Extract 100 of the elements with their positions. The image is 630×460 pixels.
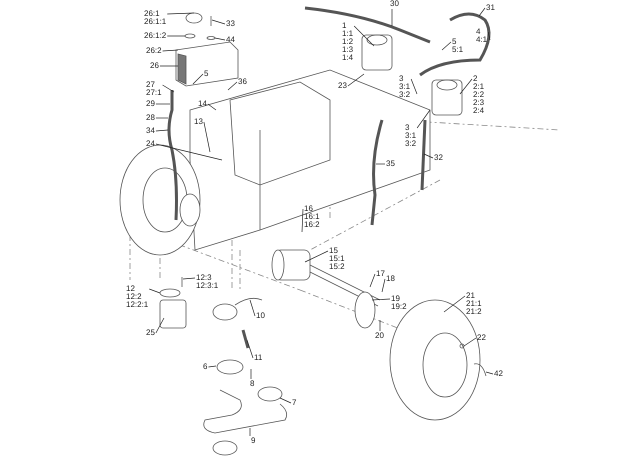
callout-number: 29	[146, 100, 155, 108]
leader-line	[192, 74, 204, 84]
callout-number: 3:2	[405, 140, 416, 148]
callout-number: 4:1	[476, 36, 488, 44]
callout-number: 21	[466, 292, 476, 300]
callout-number: 16	[304, 205, 314, 213]
leader-line	[204, 122, 210, 152]
leader-line	[304, 250, 328, 262]
callout-number: 3:1	[399, 83, 410, 91]
callout-number: 21:1	[466, 300, 482, 308]
callout-number: 27	[146, 81, 156, 89]
leader-line	[478, 8, 486, 16]
callout-number: 14	[198, 100, 207, 108]
leader-line	[228, 82, 238, 90]
leader-line	[348, 74, 364, 86]
callout-number: 20	[375, 332, 384, 340]
callout-number: 10	[256, 312, 265, 320]
callout-number: 18	[386, 275, 395, 283]
leader-line	[156, 144, 222, 160]
leader-line	[410, 78, 418, 94]
callout-number: 25	[146, 329, 155, 337]
callout-number: 11	[254, 354, 262, 362]
callout-number: 2:1	[473, 83, 484, 91]
leader-line	[444, 296, 466, 312]
leader-line	[250, 368, 252, 380]
callout-number: 2:3	[473, 99, 484, 107]
leader-line	[166, 12, 194, 14]
callout-number: 26:2	[146, 47, 162, 55]
callout-number: 12:3	[196, 274, 213, 282]
callout-number: 5	[452, 38, 458, 46]
leader-line	[424, 154, 434, 158]
leader-line	[212, 20, 226, 24]
callout-number: 26:1	[144, 10, 161, 18]
callout-number: 1:4	[342, 54, 354, 62]
callout-number: 32	[434, 154, 443, 162]
callout-number: 9	[251, 437, 256, 445]
callout-number: 3	[399, 75, 404, 83]
leader-line	[208, 104, 216, 110]
callout-number: 4	[476, 28, 482, 36]
leader-line	[214, 38, 226, 40]
callout-number: 21:2	[466, 308, 482, 316]
leader-line	[280, 398, 292, 404]
leader-line	[354, 26, 374, 46]
callout-number: 12:2:1	[126, 301, 148, 309]
callout-number: 30	[390, 0, 399, 8]
callout-number: 1	[342, 22, 348, 30]
callout-number: 26:1:2	[144, 32, 166, 40]
callout-number: 22	[477, 334, 486, 342]
callout-number: 42	[494, 370, 503, 378]
leader-line	[460, 78, 472, 94]
leader-line	[382, 278, 386, 292]
callout-number: 3	[405, 124, 410, 132]
callout-number: 26	[150, 62, 159, 70]
callout-number: 24	[146, 140, 155, 148]
callout-number: 1:1	[342, 30, 354, 38]
callout-number: 5:1	[452, 46, 464, 54]
callout-number: 12	[126, 285, 136, 293]
callout-number: 8	[250, 380, 254, 388]
callout-number: 19	[391, 295, 401, 303]
leader-line	[302, 208, 304, 232]
callout-number: 3:1	[405, 132, 416, 140]
callout-number: 23	[338, 82, 347, 90]
leader-line	[156, 318, 164, 334]
callout-number: 15:1	[329, 255, 345, 263]
callout-number: 27:1	[146, 89, 162, 97]
callout-number: 15:2	[329, 263, 345, 271]
callout-number: 6	[203, 363, 208, 371]
leader-line	[442, 42, 452, 50]
callout-number: 34	[146, 127, 155, 135]
callout-number: 15	[329, 247, 339, 255]
callout-number: 2:2	[473, 91, 484, 99]
callout-number: 2:4	[473, 107, 484, 115]
callout-number: 19:2	[391, 303, 407, 311]
leader-line	[370, 274, 376, 288]
callout-number: 1:3	[342, 46, 354, 54]
callout-number: 28	[146, 114, 155, 122]
leader-line	[246, 340, 254, 358]
callout-number: 13	[194, 118, 203, 126]
leader-line	[464, 338, 476, 346]
callout-number: 33	[226, 20, 235, 28]
leader-line	[182, 278, 196, 280]
leader-line	[250, 300, 256, 316]
leader-line	[486, 372, 494, 374]
leader-line	[208, 366, 216, 368]
callout-number: 2	[473, 75, 478, 83]
callout-number: 16:1	[304, 213, 320, 221]
leader-line	[372, 298, 390, 300]
leader-line	[488, 32, 490, 40]
callout-number: 31	[486, 4, 495, 12]
callout-number: 36	[238, 78, 247, 86]
callout-number: 5	[204, 70, 208, 78]
callout-number: 17	[376, 270, 385, 278]
callout-number: 7	[292, 399, 296, 407]
callout-number: 12:2	[126, 293, 143, 301]
leader-line	[162, 84, 174, 92]
callout-number: 12:3:1	[196, 282, 218, 290]
callout-number: 16:2	[304, 221, 320, 229]
leader-line	[416, 110, 430, 128]
callout-number: 35	[386, 160, 395, 168]
callout-number: 3:2	[399, 91, 410, 99]
